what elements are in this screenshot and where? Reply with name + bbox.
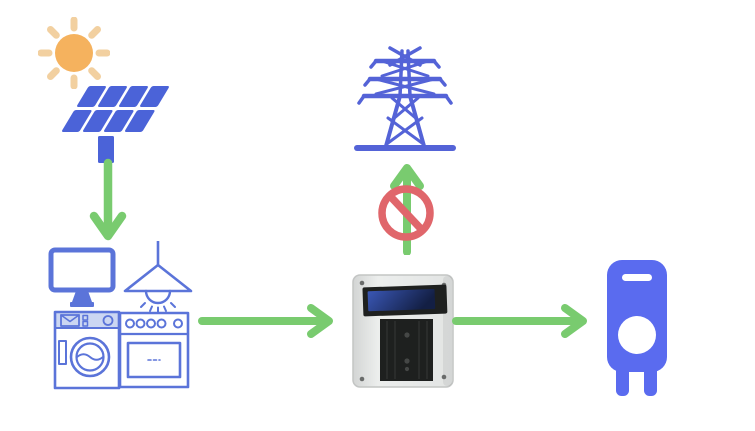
diverter-device-image — [349, 273, 461, 391]
arrow-diverter-to-grid-blocked — [378, 160, 438, 255]
water-heater-icon — [603, 258, 671, 400]
lamp-icon — [120, 241, 196, 313]
solar-panel-icon — [56, 84, 172, 166]
arrow-appliances-to-diverter — [198, 303, 338, 339]
sun-icon — [38, 17, 110, 89]
arrow-diverter-to-heater — [452, 303, 592, 339]
pylon-icon — [352, 44, 458, 152]
washing-machine-icon — [53, 310, 121, 390]
arrow-solar-to-appliances — [86, 158, 130, 244]
no-entry-icon — [378, 185, 434, 241]
oven-icon — [118, 311, 190, 389]
monitor-icon — [48, 247, 116, 309]
